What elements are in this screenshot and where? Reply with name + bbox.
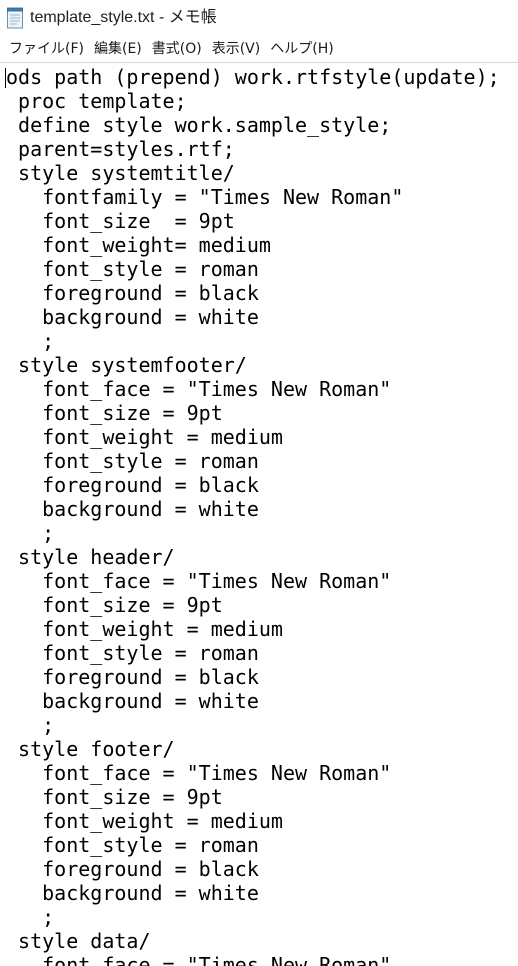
editor-content[interactable]: ods path (prepend) work.rtfstyle(update)… [6, 65, 500, 966]
menu-view[interactable]: 表示(V) [211, 41, 261, 57]
title-bar[interactable]: template_style.txt - メモ帳 [0, 0, 518, 36]
text-editor-area[interactable]: ods path (prepend) work.rtfstyle(update)… [0, 62, 518, 966]
menu-help[interactable]: ヘルプ(H) [270, 41, 334, 57]
notepad-icon [6, 7, 24, 29]
menu-format[interactable]: 書式(O) [151, 41, 202, 57]
menu-file[interactable]: ファイル(F) [9, 41, 84, 57]
window-title: template_style.txt - メモ帳 [30, 9, 217, 26]
menu-edit[interactable]: 編集(E) [93, 41, 142, 57]
menu-bar: ファイル(F) 編集(E) 書式(O) 表示(V) ヘルプ(H) [0, 36, 518, 62]
text-caret [5, 68, 6, 88]
